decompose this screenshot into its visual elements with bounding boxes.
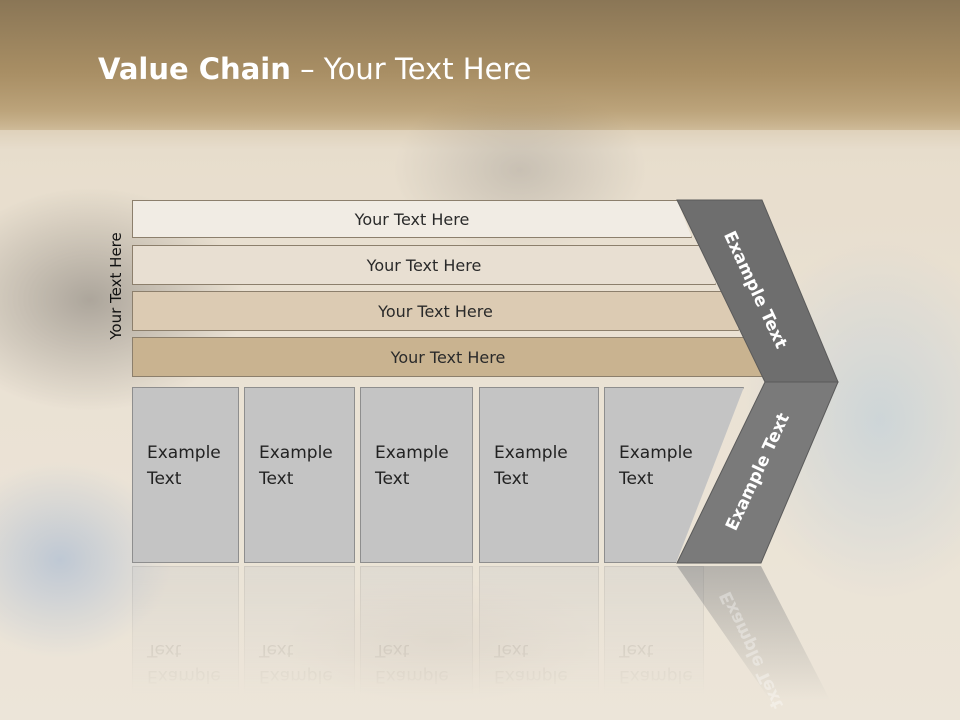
column-5-line2: Text bbox=[619, 469, 654, 489]
column-1-line2: Text bbox=[147, 469, 182, 489]
slide-title: Value Chain – Your Text Here bbox=[98, 52, 532, 86]
column-1-line1: Example bbox=[147, 443, 221, 463]
band-2: Your Text Here bbox=[132, 245, 716, 285]
column-3-line1: Example bbox=[375, 443, 449, 463]
band-3: Your Text Here bbox=[132, 291, 739, 331]
column-5-line1: Example bbox=[619, 443, 693, 463]
band-2-label: Your Text Here bbox=[366, 255, 482, 275]
chevron-reflection bbox=[677, 566, 830, 700]
column-4-line1: Example bbox=[494, 443, 568, 463]
band-1-label: Your Text Here bbox=[354, 209, 470, 229]
band-4: Your Text Here bbox=[132, 337, 764, 377]
column-4-line2: Text bbox=[494, 469, 529, 489]
band-1: Your Text Here bbox=[132, 200, 692, 238]
chevron-bottom-segment bbox=[676, 381, 839, 564]
title-band-shade bbox=[0, 0, 960, 130]
column-2-line1: Example bbox=[259, 443, 333, 463]
slide-title-rest: – Your Text Here bbox=[290, 52, 532, 86]
band-4-label: Your Text Here bbox=[390, 347, 506, 367]
slide-title-bold: Value Chain bbox=[98, 52, 291, 86]
column-2-line2: Text bbox=[259, 469, 294, 489]
column-3-line2: Text bbox=[375, 469, 410, 489]
band-3-label: Your Text Here bbox=[378, 301, 493, 321]
